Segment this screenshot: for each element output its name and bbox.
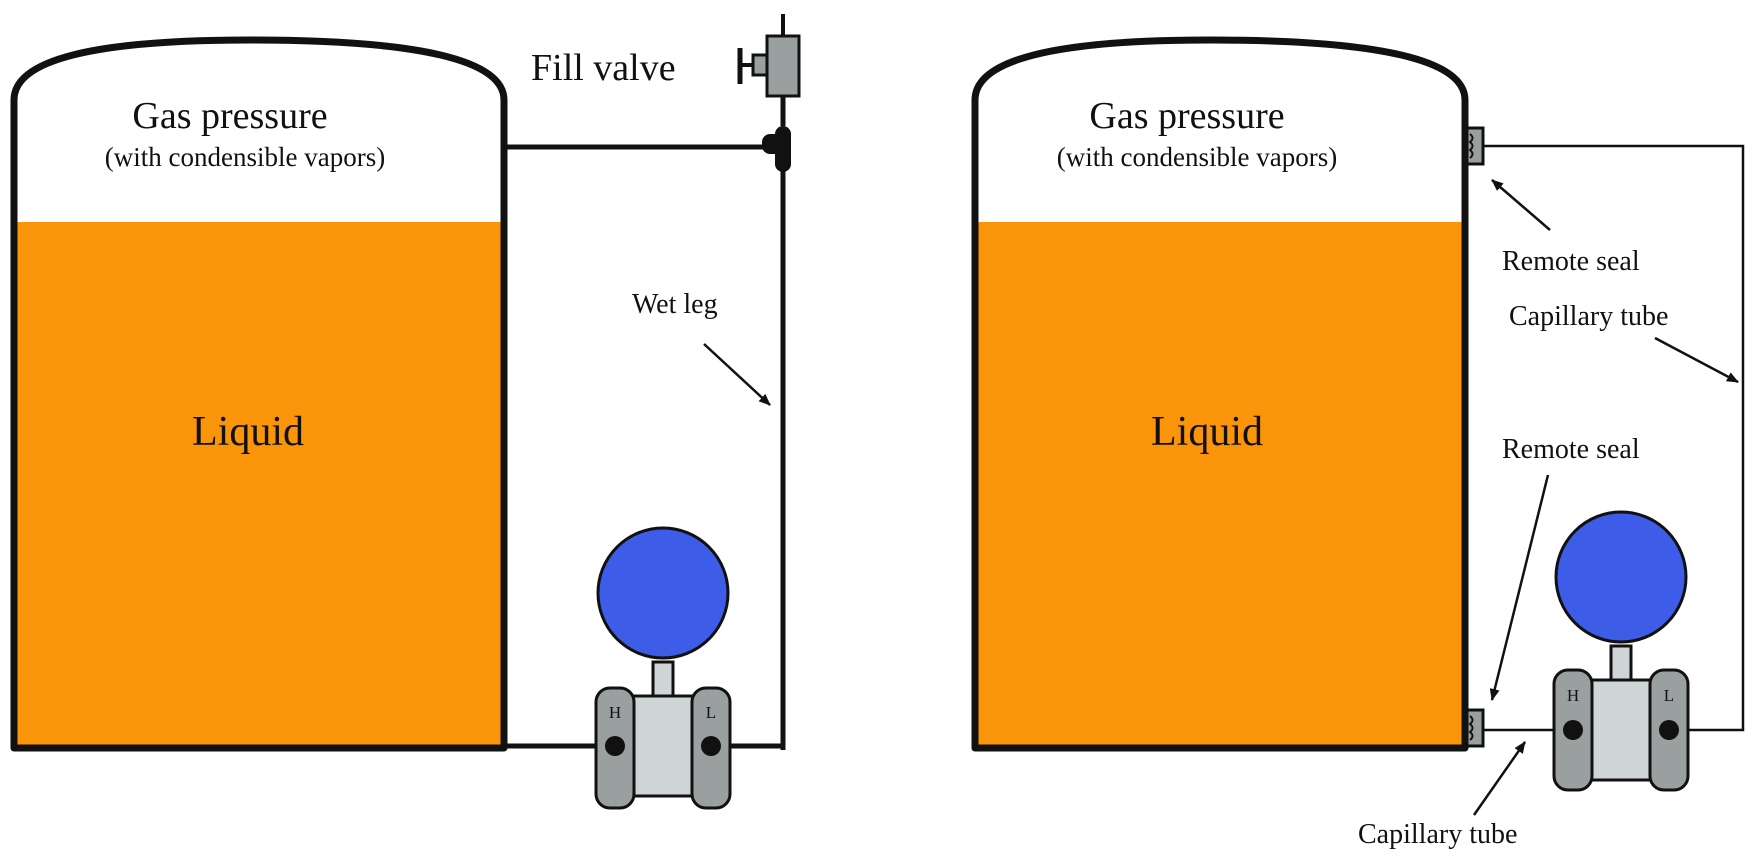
right-low-port [1659, 720, 1679, 740]
left-low-port [701, 736, 721, 756]
bottom-capillary-tube-label: Capillary tube [1358, 819, 1517, 850]
right-transmitter-head [1554, 510, 1688, 644]
left-tank-outline [10, 36, 508, 752]
right-transmitter-body [1586, 678, 1656, 782]
right-gas-label: Gas pressure [1089, 95, 1284, 137]
left-gas-label: Gas pressure [132, 95, 327, 137]
right-liquid-fill [977, 222, 1463, 746]
bottom-capillary-tube-arrow [1472, 741, 1527, 816]
bottom-remote-seal-icon [1465, 708, 1485, 748]
fill-valve-label: Fill valve [531, 47, 676, 89]
left-transmitter-neck [651, 660, 675, 698]
right-liquid-label: Liquid [1151, 409, 1263, 455]
top-remote-seal-icon [1465, 126, 1485, 166]
wet-leg-label: Wet leg [632, 289, 718, 320]
top-remote-seal-label: Remote seal [1502, 246, 1640, 277]
right-transmitter: H L [1552, 510, 1690, 792]
right-high-port [1563, 720, 1583, 740]
left-transmitter-body [628, 694, 698, 798]
left-high-port [605, 736, 625, 756]
right-tank-outline [971, 36, 1469, 752]
bottom-remote-seal-arrow [1489, 474, 1550, 701]
left-diagram: Gas pressure (with condensible vapors) L… [10, 14, 801, 810]
left-transmitter-head [596, 526, 730, 660]
right-low-port-label: L [1664, 686, 1674, 705]
fill-valve-icon [737, 14, 801, 98]
right-gas-sublabel: (with condensible vapors) [1057, 142, 1337, 172]
left-gas-sublabel: (with condensible vapors) [105, 142, 385, 172]
top-capillary-tube [1483, 144, 1745, 732]
bottom-remote-seal-label: Remote seal [1502, 434, 1640, 465]
top-capillary-tube-arrow [1654, 336, 1739, 384]
left-low-port-label: L [706, 703, 716, 722]
left-high-port-label: H [609, 703, 621, 722]
right-high-port-label: H [1567, 686, 1579, 705]
top-capillary-tube-label: Capillary tube [1509, 301, 1668, 332]
right-tank [971, 36, 1469, 752]
right-diagram: Gas pressure (with condensible vapors) L… [971, 36, 1745, 850]
top-remote-seal-arrow [1491, 179, 1551, 231]
left-liquid-fill [16, 222, 502, 746]
wet-leg-arrow [703, 343, 771, 406]
left-liquid-label: Liquid [192, 409, 304, 455]
right-transmitter-neck [1609, 644, 1633, 682]
left-tank [10, 36, 508, 752]
left-transmitter: H L [594, 526, 732, 810]
